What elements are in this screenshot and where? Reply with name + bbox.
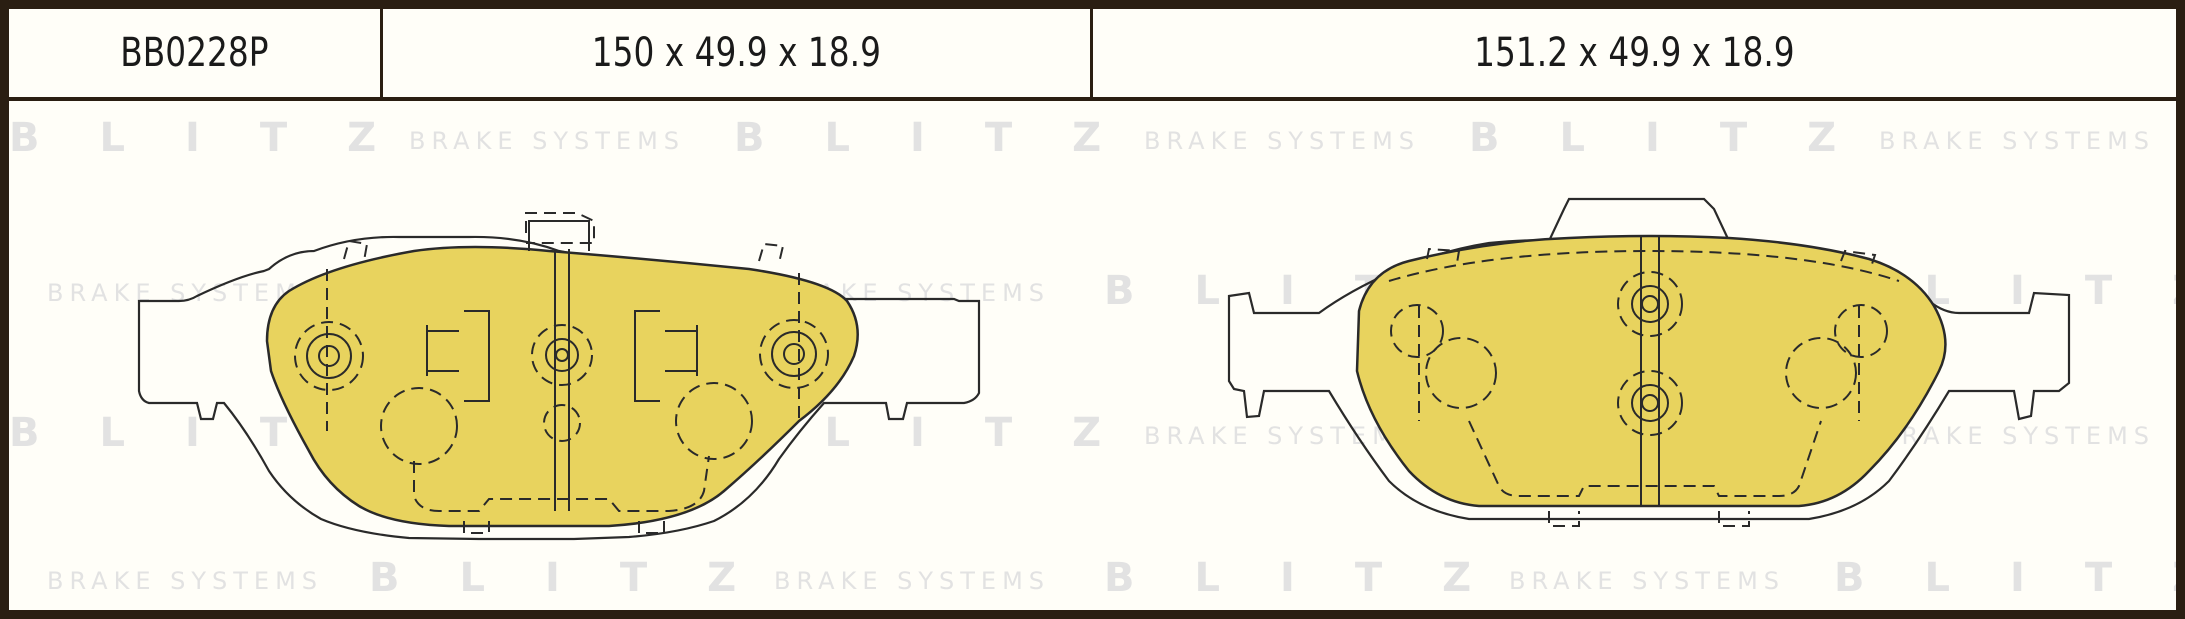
watermark-tagline: BRAKE SYSTEMS [774, 567, 1050, 595]
watermark-tagline: BRAKE SYSTEMS [1879, 422, 2155, 450]
part-number: BB0228P [120, 30, 269, 76]
friction-pad-right [1355, 234, 1947, 508]
brake-pad-left [137, 212, 981, 541]
brake-pad-right [1227, 197, 2071, 527]
watermark-tagline: BRAKE SYSTEMS [1144, 422, 1420, 450]
watermark-tagline: BRAKE SYSTEMS [1879, 127, 2155, 155]
watermark-brand: BLITZ [1834, 555, 2176, 601]
header-row: BB0228P 150 x 49.9 x 18.9 151.2 x 49.9 x… [9, 9, 2176, 101]
brake-pad-drawing: BLITZ BRAKE SYSTEMS BLITZ BRAKE SYSTEMS … [9, 115, 2176, 601]
dimensions-left: 150 x 49.9 x 18.9 [591, 30, 882, 76]
watermark-tagline: BRAKE SYSTEMS [47, 567, 323, 595]
watermark-brand: BLITZ [1104, 555, 1531, 601]
header-divider [380, 9, 383, 97]
watermark-brand: BLITZ [369, 555, 796, 601]
right-dims-cell: 151.2 x 49.9 x 18.9 [1093, 9, 2176, 97]
watermark-brand: BLITZ [1469, 115, 1896, 161]
backing-plate-left [137, 235, 981, 541]
watermark-row-1: BLITZ BRAKE SYSTEMS BLITZ BRAKE SYSTEMS … [9, 115, 2155, 161]
watermark-tagline: BRAKE SYSTEMS [1509, 567, 1785, 595]
left-dims-cell: 150 x 49.9 x 18.9 [383, 9, 1090, 97]
part-number-cell: BB0228P [9, 9, 380, 97]
backing-plate-right [1227, 197, 2071, 521]
watermark-tagline: BRAKE SYSTEMS [47, 279, 323, 307]
watermark-brand: BLITZ [9, 115, 436, 161]
dimensions-right: 151.2 x 49.9 x 18.9 [1474, 30, 1795, 76]
friction-pad-left [265, 245, 859, 528]
watermark-row-4: BRAKE SYSTEMS BLITZ BRAKE SYSTEMS BLITZ … [47, 555, 2176, 601]
watermark-tagline: BRAKE SYSTEMS [1144, 127, 1420, 155]
header-divider [1090, 9, 1093, 97]
watermark-brand: BLITZ [734, 115, 1161, 161]
watermark-tagline: BRAKE SYSTEMS [409, 127, 685, 155]
